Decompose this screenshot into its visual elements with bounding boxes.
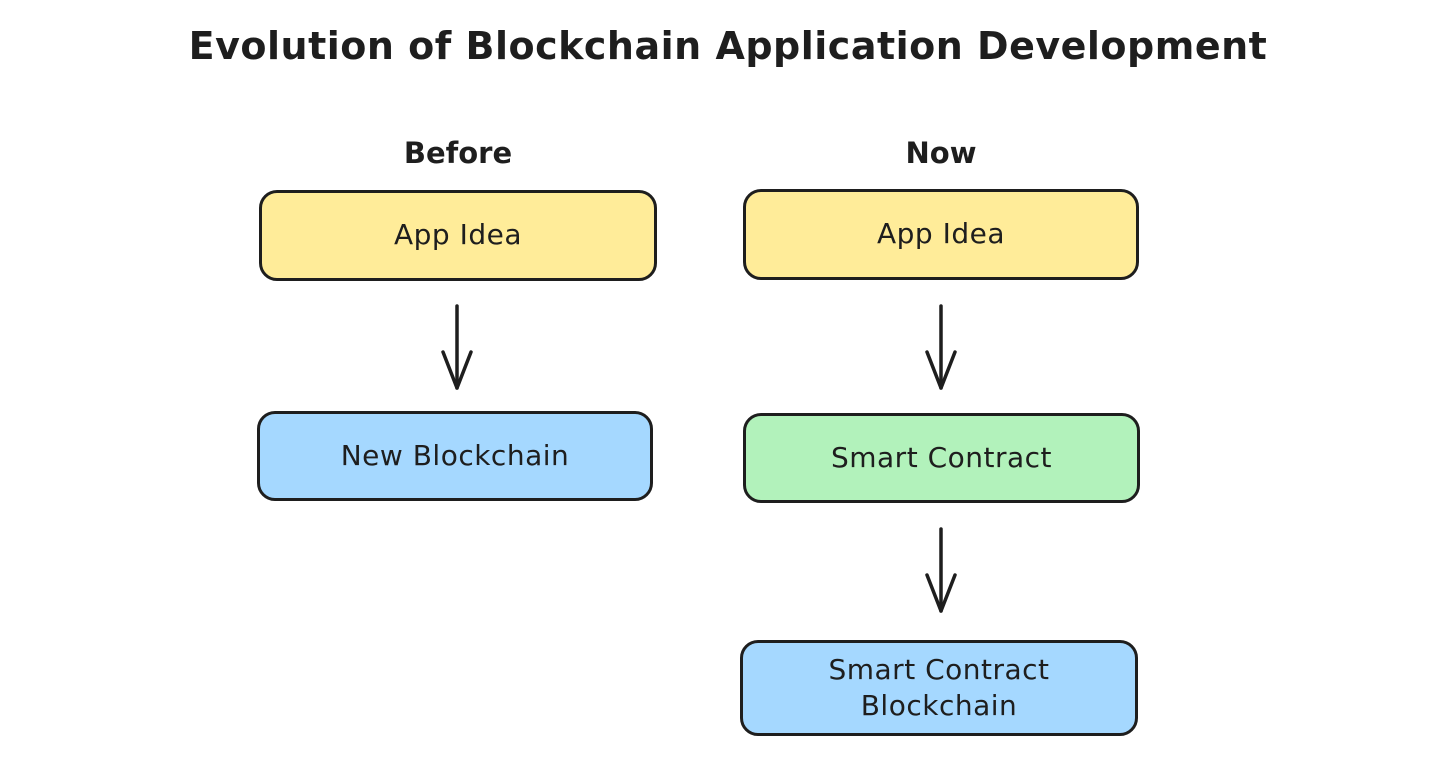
arrow-down-icon xyxy=(919,525,963,617)
node-now-app-idea: App Idea xyxy=(743,189,1139,280)
node-before-new-blockchain: New Blockchain xyxy=(257,411,653,501)
column-label-now: Now xyxy=(905,136,977,170)
column-label-before: Before xyxy=(403,136,513,170)
node-before-app-idea: App Idea xyxy=(259,190,657,281)
diagram-title: Evolution of Blockchain Application Deve… xyxy=(188,24,1268,68)
node-now-smart-contract: Smart Contract xyxy=(743,413,1140,503)
arrow-down-icon xyxy=(435,302,479,394)
node-now-smart-contract-blockchain: Smart Contract Blockchain xyxy=(740,640,1138,736)
arrow-down-icon xyxy=(919,302,963,394)
